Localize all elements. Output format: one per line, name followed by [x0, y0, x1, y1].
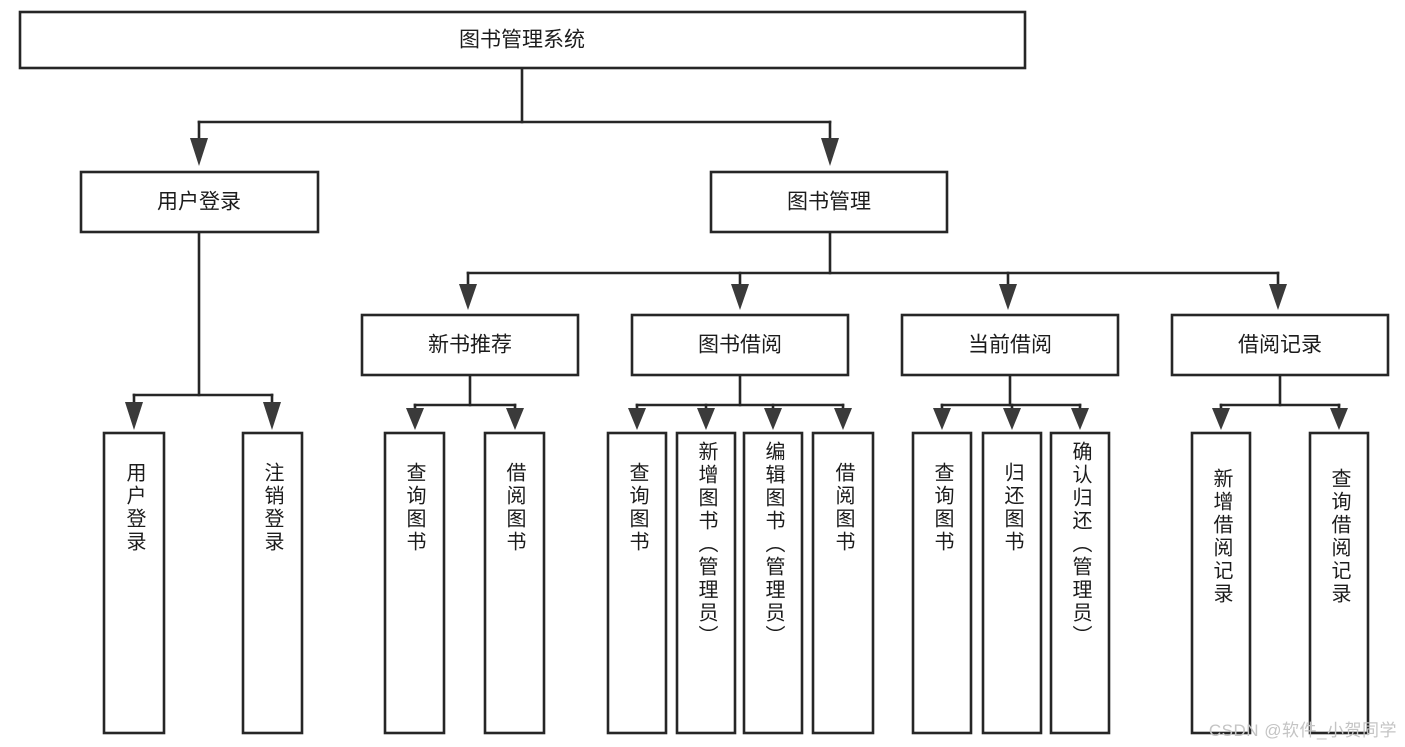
node-current-borrow-label: 当前借阅 — [968, 334, 1052, 357]
arrow-head-borrow-record — [1269, 284, 1287, 310]
node-borrow-record-box[interactable] — [1170, 313, 1390, 377]
node-book-manage[interactable]: 图书管理 — [709, 170, 949, 234]
node-leaf-cur-confirm-box[interactable] — [1049, 431, 1111, 735]
arrow-head-leaf-cur-confirm — [1071, 408, 1089, 430]
node-leaf-rec-borrow-label: 借阅图书 — [503, 462, 526, 554]
connector-group-new-book-rec — [406, 373, 524, 430]
connector-group-user-login — [125, 230, 281, 430]
node-borrow-record-label: 借阅记录 — [1238, 334, 1322, 357]
node-leaf-borrow-lend-label: 借阅图书 — [832, 462, 855, 554]
node-leaf-borrow-add-label: 新增图书（管理员） — [695, 441, 718, 648]
node-leaf-cur-return[interactable]: 归还图书 — [981, 431, 1043, 735]
node-leaf-cur-query[interactable]: 查询图书 — [911, 431, 973, 735]
node-leaf-cur-query-label: 查询图书 — [931, 462, 954, 554]
node-leaf-borrow-query[interactable]: 查询图书 — [606, 431, 668, 735]
arrow-head-leaf-rec-borrow — [506, 408, 524, 430]
node-new-book-rec-box[interactable] — [360, 313, 580, 377]
node-leaf-rec-add-label: 新增借阅记录 — [1210, 468, 1233, 606]
node-root-label: 图书管理系统 — [459, 29, 585, 52]
node-leaf-user-login-label: 用户登录 — [123, 462, 146, 554]
arrow-head-leaf-user-login — [125, 402, 143, 430]
node-leaf-rec-add-box[interactable] — [1190, 431, 1252, 735]
node-user-login[interactable]: 用户登录 — [79, 170, 320, 234]
node-leaf-cur-query-box[interactable] — [911, 431, 973, 735]
connector-group-borrow-record — [1212, 373, 1348, 430]
arrow-head-leaf-rec-add — [1212, 408, 1230, 430]
csdn-watermark: CSDN @软件_小贺同学 — [1208, 721, 1397, 740]
node-leaf-rec-query[interactable]: 查询图书 — [383, 431, 446, 735]
arrow-head-leaf-borrow-query — [628, 408, 646, 430]
arrow-head-new-book-rec — [459, 284, 477, 310]
node-leaf-rec-add[interactable]: 新增借阅记录 — [1190, 431, 1252, 735]
node-new-book-rec-label: 新书推荐 — [428, 334, 512, 357]
node-leaf-cur-confirm-label: 确认归还（管理员） — [1069, 441, 1092, 648]
arrow-head-leaf-rec-search — [1330, 408, 1348, 430]
node-leaf-borrow-add[interactable]: 新增图书（管理员） — [675, 431, 737, 735]
node-leaf-user-logout[interactable]: 注销登录 — [241, 431, 304, 735]
arrow-head-leaf-borrow-lend — [834, 408, 852, 430]
arrow-head-book-manage — [821, 138, 839, 166]
node-leaf-borrow-edit-label: 编辑图书（管理员） — [762, 441, 785, 648]
node-current-borrow-box[interactable] — [900, 313, 1120, 377]
node-leaf-borrow-lend[interactable]: 借阅图书 — [811, 431, 875, 735]
node-leaf-cur-return-label: 归还图书 — [1001, 462, 1024, 554]
node-leaf-rec-query-label: 查询图书 — [403, 462, 426, 554]
node-leaf-rec-search[interactable]: 查询借阅记录 — [1308, 431, 1370, 735]
node-new-book-rec[interactable]: 新书推荐 — [360, 313, 580, 377]
node-book-manage-box[interactable] — [709, 170, 949, 234]
node-leaf-borrow-edit-box[interactable] — [742, 431, 804, 735]
node-leaf-user-login[interactable]: 用户登录 — [102, 431, 166, 735]
arrow-head-leaf-cur-query — [933, 408, 951, 430]
node-leaf-cur-return-box[interactable] — [981, 431, 1043, 735]
leaf-nodes: 用户登录 注销登录 查询图书 借阅图书 查询图书 新增图书（管理员） — [102, 431, 1370, 735]
arrow-head-leaf-user-logout — [263, 402, 281, 430]
node-leaf-user-login-box[interactable] — [102, 431, 166, 735]
node-leaf-rec-borrow-box[interactable] — [483, 431, 546, 735]
node-book-borrow[interactable]: 图书借阅 — [630, 313, 850, 377]
node-book-borrow-label: 图书借阅 — [698, 334, 782, 357]
node-current-borrow[interactable]: 当前借阅 — [900, 313, 1120, 377]
node-root-box[interactable] — [18, 10, 1027, 70]
arrow-head-book-borrow — [731, 284, 749, 310]
node-leaf-cur-confirm[interactable]: 确认归还（管理员） — [1049, 431, 1111, 735]
node-root[interactable]: 图书管理系统 — [18, 10, 1027, 70]
node-leaf-user-logout-label: 注销登录 — [261, 462, 284, 554]
arrow-head-current-borrow — [999, 284, 1017, 310]
node-leaf-borrow-query-box[interactable] — [606, 431, 668, 735]
node-leaf-user-logout-box[interactable] — [241, 431, 304, 735]
arrow-head-leaf-rec-query — [406, 408, 424, 430]
arrow-head-leaf-borrow-add — [697, 408, 715, 430]
node-leaf-borrow-query-label: 查询图书 — [626, 462, 649, 554]
node-borrow-record[interactable]: 借阅记录 — [1170, 313, 1390, 377]
node-book-manage-label: 图书管理 — [787, 191, 871, 214]
node-leaf-rec-query-box[interactable] — [383, 431, 446, 735]
node-leaf-rec-search-box[interactable] — [1308, 431, 1370, 735]
arrow-head-user-login — [190, 138, 208, 166]
connector-group-book-borrow — [628, 373, 852, 430]
node-leaf-rec-search-label: 查询借阅记录 — [1328, 468, 1351, 606]
connector-group-current-borrow — [933, 373, 1089, 430]
node-user-login-label: 用户登录 — [157, 191, 241, 214]
connector-group-root — [190, 66, 839, 166]
node-leaf-rec-borrow[interactable]: 借阅图书 — [483, 431, 546, 735]
arrow-head-leaf-borrow-edit — [764, 408, 782, 430]
arrow-head-leaf-cur-return — [1003, 408, 1021, 430]
node-book-borrow-box[interactable] — [630, 313, 850, 377]
node-leaf-borrow-add-box[interactable] — [675, 431, 737, 735]
node-leaf-borrow-edit[interactable]: 编辑图书（管理员） — [742, 431, 804, 735]
node-leaf-borrow-lend-box[interactable] — [811, 431, 875, 735]
connector-group-book-manage — [459, 230, 1287, 310]
node-user-login-box[interactable] — [79, 170, 320, 234]
